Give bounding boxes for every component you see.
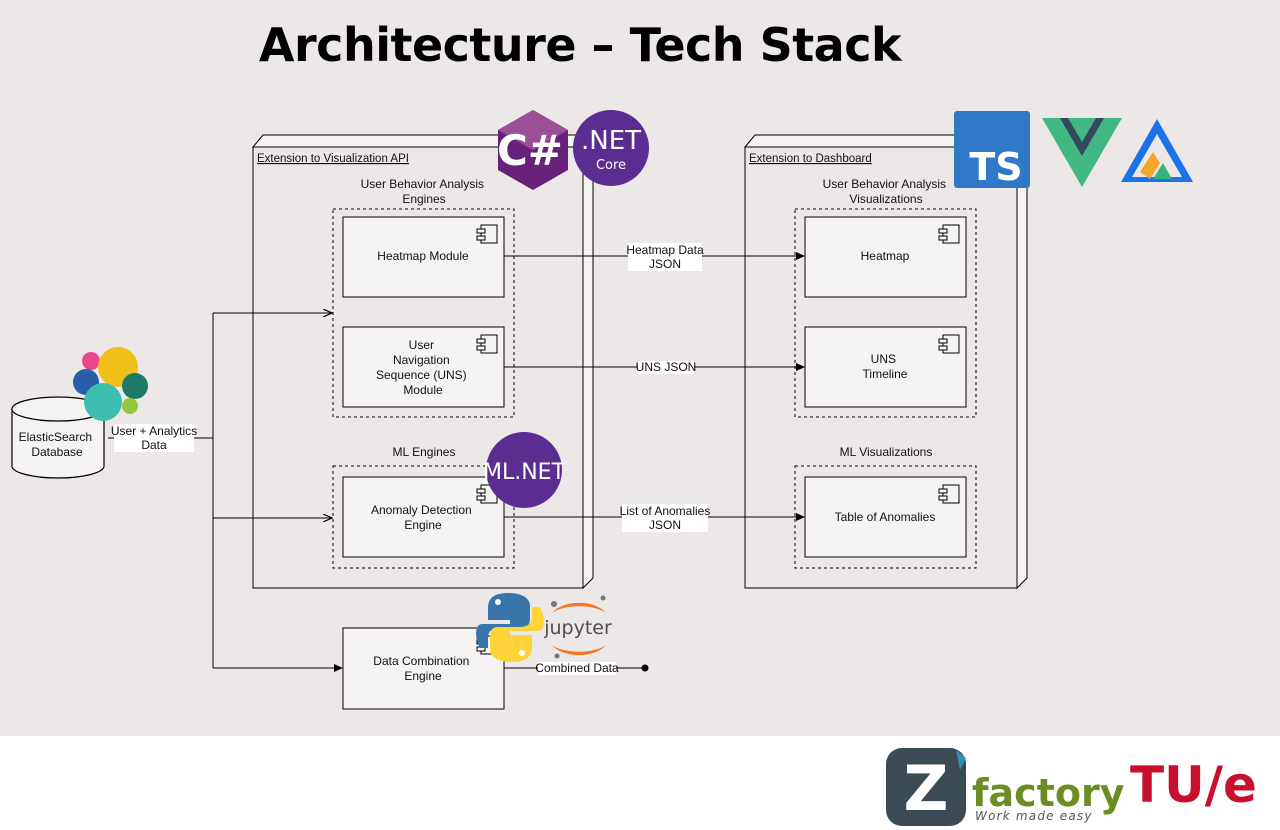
component-icon — [476, 224, 498, 244]
viz-heatmap: Heatmap — [804, 216, 967, 298]
module-heatmap: Heatmap Module — [342, 216, 505, 298]
frame-title-api: Extension to Visualization API — [257, 153, 409, 165]
viz-table-of-anomalies: Table of Anomalies — [804, 476, 967, 558]
jupyter-logo: jupyter — [543, 595, 612, 659]
typescript-logo: TS — [954, 111, 1030, 189]
group-ml-visualizations — [794, 465, 977, 569]
svg-text:Work made easy: Work made easy — [975, 809, 1093, 823]
module-data-combination: Data Combination Engine — [342, 627, 505, 710]
svg-text:ML.NET: ML.NET — [483, 460, 566, 485]
svg-text:jupyter: jupyter — [543, 617, 612, 639]
csharp-logo: C# — [497, 110, 568, 190]
group-uba-visualizations — [794, 208, 977, 418]
slide-title: Architecture – Tech Stack — [258, 18, 902, 72]
svg-text:UNS JSON: UNS JSON — [636, 360, 697, 374]
viz-uns-timeline: UNS Timeline — [804, 326, 967, 408]
component-icon — [938, 334, 960, 354]
module-label: Anomaly Detection Engine — [371, 503, 475, 532]
module-uns: User Navigation Sequence (UNS) Module — [342, 326, 505, 408]
svg-text:Z: Z — [904, 752, 949, 825]
group-ml-engines — [332, 465, 515, 569]
svg-text:TS: TS — [969, 145, 1022, 189]
svg-text:C#: C# — [497, 126, 563, 175]
frame-title-dashboard: Extension to Dashboard — [749, 153, 872, 165]
python-logo — [476, 593, 544, 662]
dotnet-core-logo: .NET Core — [573, 110, 649, 186]
module-anomaly-detection: Anomaly Detection Engine — [342, 476, 505, 558]
module-label: Table of Anomalies — [835, 510, 936, 524]
svg-text:TU/e: TU/e — [1130, 756, 1257, 814]
vue-logo — [1042, 118, 1122, 187]
svg-text:Core: Core — [596, 158, 626, 173]
svg-text:factory: factory — [972, 771, 1125, 815]
vuetify-style-logo — [1121, 119, 1193, 182]
module-label: User Navigation Sequence (UNS) Module — [376, 338, 470, 397]
svg-text:.NET: .NET — [581, 126, 641, 156]
database-label: ElasticSearch Database — [19, 430, 96, 459]
group-uba-engines — [332, 208, 515, 418]
tue-logo: TU/e — [1130, 756, 1257, 814]
mlnet-logo: ML.NET — [483, 432, 566, 508]
zfactory-logo: Z factory Work made easy — [886, 748, 1125, 826]
group-title-uba-visualizations: User Behavior Analysis Visualizations — [823, 177, 950, 206]
edge-label-uns-json: UNS JSON — [636, 360, 697, 374]
component-icon — [476, 334, 498, 354]
component-icon — [938, 224, 960, 244]
module-label: Heatmap Module — [377, 249, 469, 263]
elasticsearch-database: ElasticSearch Database — [11, 396, 105, 479]
group-title-ml-engines: ML Engines — [393, 445, 456, 459]
module-label: Heatmap — [861, 249, 910, 263]
connectors — [108, 252, 805, 672]
frame-visualization-api: Extension to Visualization API — [251, 133, 595, 590]
svg-text:Combined Data: Combined Data — [535, 661, 619, 675]
component-icon — [938, 484, 960, 504]
elastic-logo — [73, 347, 148, 421]
module-label: UNS Timeline — [863, 352, 908, 381]
group-title-ml-visualizations: ML Visualizations — [840, 445, 933, 459]
group-title-uba-engines: User Behavior Analysis Engines — [361, 177, 488, 206]
module-label: Data Combination Engine — [373, 654, 472, 683]
edge-label-combined-data: Combined Data — [535, 661, 619, 675]
